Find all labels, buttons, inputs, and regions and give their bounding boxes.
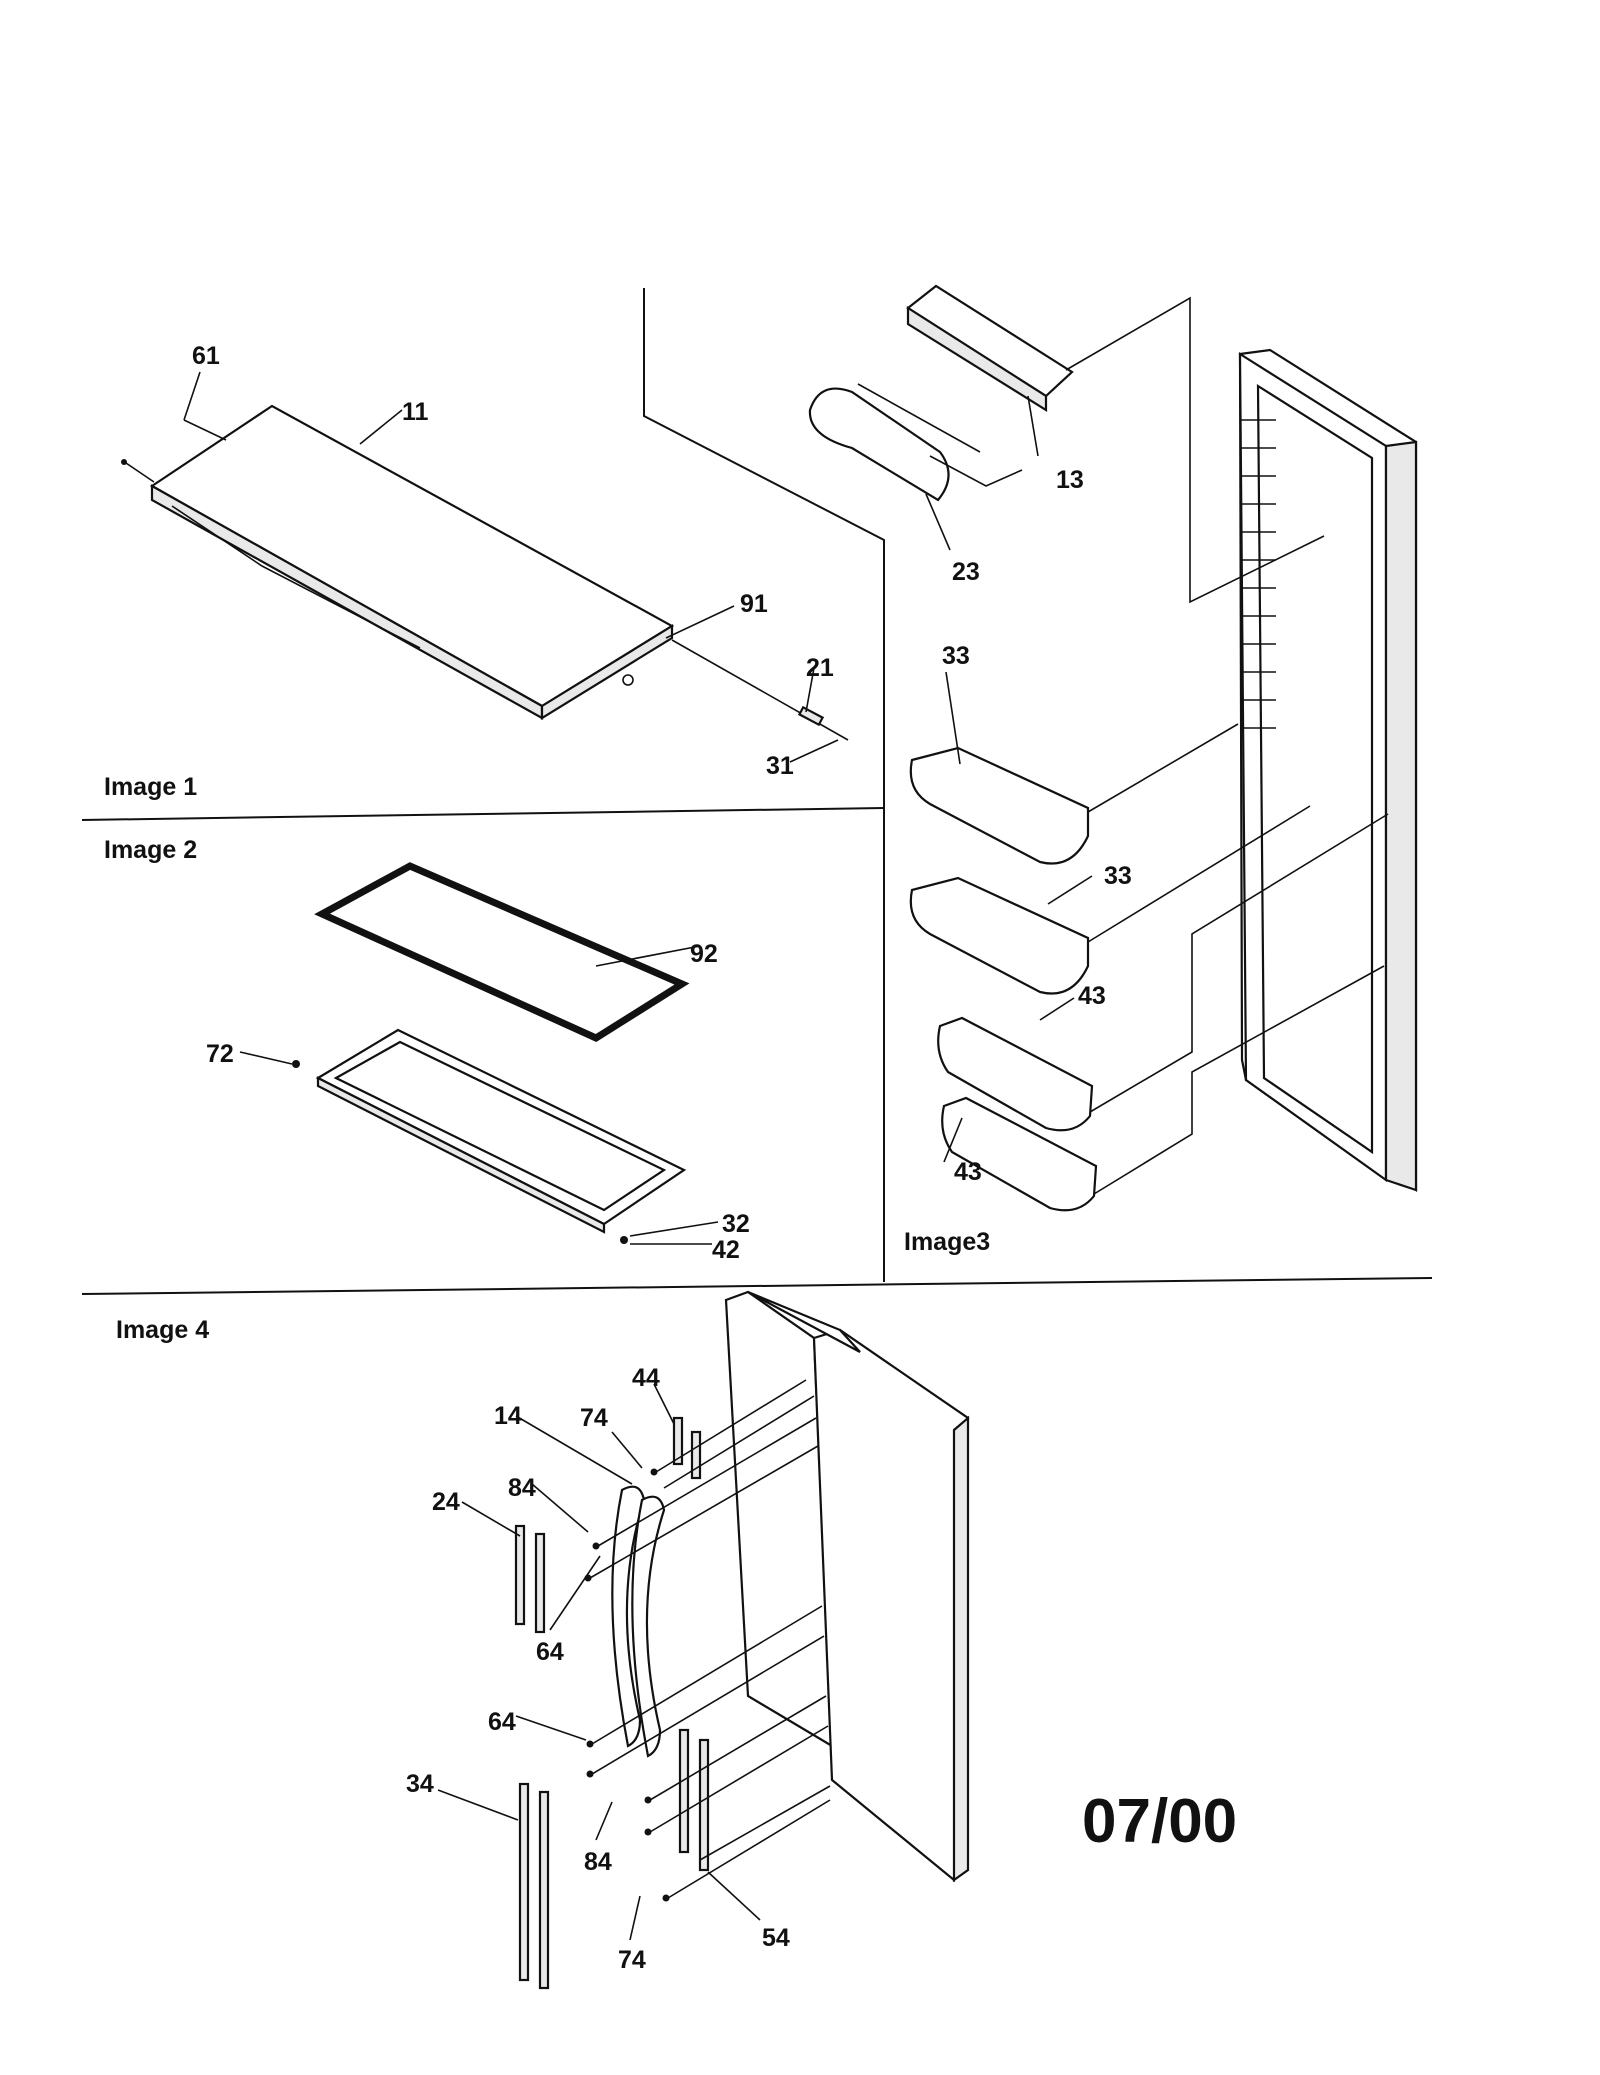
callout-61: 61 [192,342,220,370]
callout-91: 91 [740,590,768,618]
section-dividers [81,288,1433,1295]
callout-43-top: 43 [1078,982,1106,1010]
callout-74-bottom: 74 [618,1946,646,1974]
callout-33-bottom: 33 [1104,862,1132,890]
callout-84-top: 84 [508,1474,536,1502]
callout-72: 72 [206,1040,234,1068]
callout-44: 44 [632,1364,660,1392]
callout-24: 24 [432,1488,460,1516]
callout-64-bottom: 64 [488,1708,516,1736]
callout-14: 14 [494,1402,522,1430]
callout-74-top: 74 [580,1404,608,1432]
section-label-image-3: Image3 [904,1228,990,1256]
callout-64-top: 64 [536,1638,564,1666]
callout-84-bottom: 84 [584,1848,612,1876]
glass-frame-assembly [292,862,690,1244]
shelf-assembly [121,404,849,741]
section-label-image-2: Image 2 [104,836,197,864]
section-label-image-1: Image 1 [104,773,197,801]
door-shelf-ribs [1240,419,1276,729]
callout-92: 92 [690,940,718,968]
date-code: 07/00 [1082,1787,1237,1856]
callout-33-top: 33 [942,642,970,670]
callout-13: 13 [1056,466,1084,494]
callout-54: 54 [762,1924,790,1952]
callout-31: 31 [766,752,794,780]
callout-21: 21 [806,654,834,682]
callout-32: 32 [722,1210,750,1238]
callout-42: 42 [712,1236,740,1264]
door-bins-assembly [808,284,1418,1212]
door-handles-assembly [514,1290,970,1990]
callout-43-bottom: 43 [954,1158,982,1186]
mounting-lines [589,1379,831,1899]
callout-11: 11 [402,398,429,426]
callout-23: 23 [952,558,980,586]
section-label-image-4: Image 4 [116,1316,209,1344]
leader-lines [183,371,1093,1941]
callout-34: 34 [406,1770,434,1798]
